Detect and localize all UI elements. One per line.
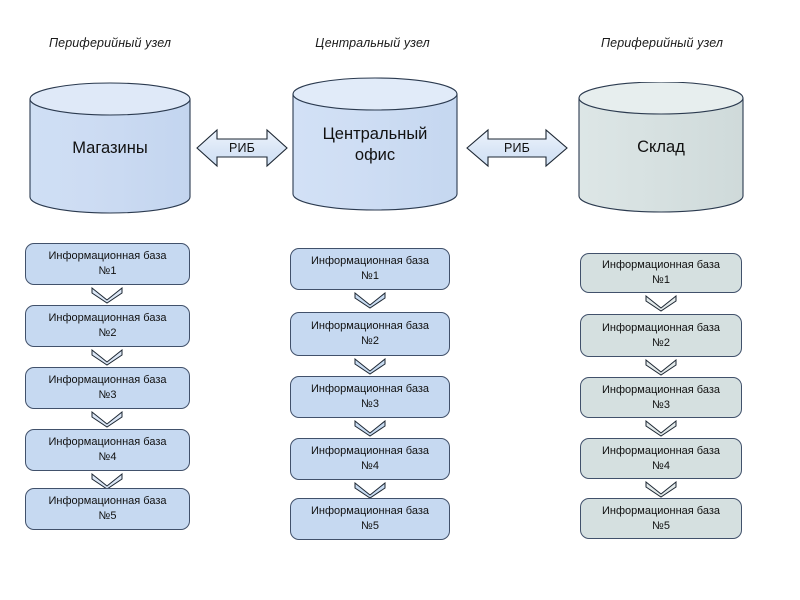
list-item[interactable]: Информационная база №5 [580, 498, 742, 539]
double-arrow-icon [466, 128, 568, 168]
column-header-shops: Периферийный узел [48, 36, 171, 50]
cylinder-central-office[interactable]: Центральный офис [292, 77, 458, 211]
link-central-office-warehouse[interactable]: РИБ [466, 126, 568, 170]
list-item[interactable]: Информационная база №2 [290, 312, 450, 356]
cylinder-warehouse-label: Склад [637, 138, 685, 156]
list-item[interactable]: Информационная база №1 [290, 248, 450, 290]
list-item[interactable]: Информационная база №3 [580, 377, 742, 418]
chevron-down-icon [354, 420, 386, 437]
chevron-down-icon [91, 349, 123, 366]
list-item[interactable]: Информационная база №2 [25, 305, 190, 347]
chevron-down-icon [354, 292, 386, 309]
chevron-down-icon [645, 295, 677, 312]
chevron-down-icon [91, 411, 123, 428]
cylinder-shops-label: Магазины [72, 139, 148, 157]
column-header-central-office: Центральный узел [315, 36, 430, 50]
cylinder-shops[interactable]: Магазины [29, 82, 191, 214]
list-item[interactable]: Информационная база №3 [290, 376, 450, 418]
cylinder-warehouse[interactable]: Склад [578, 82, 744, 213]
chevron-down-icon [91, 473, 123, 490]
link-shops-central-office-label: РИБ [228, 141, 256, 155]
cylinder-central-office-shape [292, 77, 458, 211]
chevron-down-icon [91, 287, 123, 304]
double-arrow-icon [196, 128, 288, 168]
chevron-down-icon [354, 482, 386, 499]
chevron-down-icon [645, 420, 677, 437]
list-item[interactable]: Информационная база №4 [290, 438, 450, 480]
chevron-down-icon [645, 481, 677, 498]
cylinder-warehouse-shape [578, 82, 744, 213]
list-item[interactable]: Информационная база №5 [25, 488, 190, 530]
list-item[interactable]: Информационная база №4 [25, 429, 190, 471]
list-item[interactable]: Информационная база №1 [25, 243, 190, 285]
list-item[interactable]: Информационная база №2 [580, 314, 742, 357]
list-item[interactable]: Информационная база №5 [290, 498, 450, 540]
cylinder-central-office-label: Центральный офис [322, 125, 428, 164]
list-item[interactable]: Информационная база №1 [580, 253, 742, 293]
chevron-down-icon [354, 358, 386, 375]
chevron-down-icon [645, 359, 677, 376]
link-central-office-warehouse-label: РИБ [503, 141, 531, 155]
link-shops-central-office[interactable]: РИБ [196, 126, 288, 170]
list-item[interactable]: Информационная база №4 [580, 438, 742, 479]
list-item[interactable]: Информационная база №3 [25, 367, 190, 409]
column-header-warehouse: Периферийный узел [600, 36, 723, 50]
cylinder-shops-shape [29, 82, 191, 214]
